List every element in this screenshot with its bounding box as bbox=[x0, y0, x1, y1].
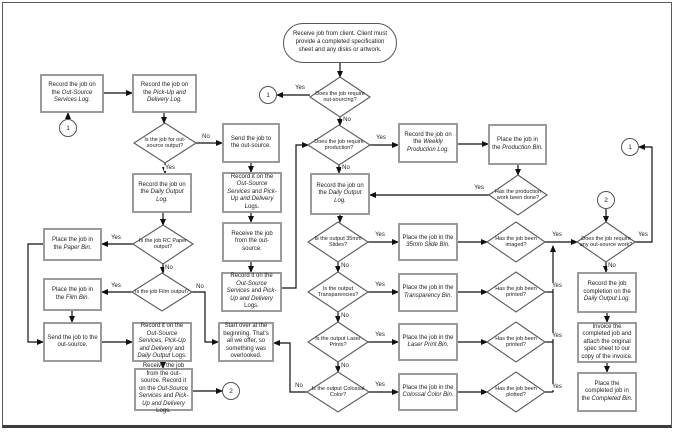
start-terminator: Receive job from client. Client must pro… bbox=[283, 23, 397, 63]
process-send-job-outsource-mid: Send the job to the out-source. bbox=[222, 123, 280, 163]
diamond-printed1-shape bbox=[486, 271, 546, 313]
connector-circle-1: 1 bbox=[59, 119, 77, 137]
process-receive-and-record-left: Receive the job from the out-source. Rec… bbox=[134, 363, 193, 414]
process-place-transparency-bin: Place the job in the Transparency Bin. bbox=[398, 273, 458, 312]
process-record-services-pickup-logs-2: Record it on the Out-Source Services and… bbox=[221, 272, 282, 312]
decision-outsourcing: Does the job require out-sourcing? bbox=[315, 90, 365, 103]
edge-label-no: No bbox=[341, 165, 351, 171]
connector-circle-1: 1 bbox=[259, 86, 277, 104]
decision-job-printed-2: Has the job been printed? bbox=[495, 335, 537, 348]
process-place-colossal-color-bin: Place the job in the Colossal Color Bin. bbox=[398, 373, 458, 411]
decision-outsource-work: Does the job require any out-source work… bbox=[579, 235, 633, 248]
edge-label-no: No bbox=[340, 313, 350, 319]
diamond-outsource-output-shape bbox=[132, 122, 198, 164]
process-place-paper-bin: Place the job in the Paper Bin. bbox=[43, 228, 102, 261]
flow-arrows bbox=[27, 63, 653, 395]
diamond-production-shape bbox=[306, 124, 372, 166]
diamond-production-done-shape bbox=[488, 174, 548, 216]
process-place-completed-bin: Place the completed job in the Completed… bbox=[577, 372, 637, 412]
decision-shapes bbox=[130, 76, 636, 413]
decision-rc-paper: Is the job RC Paper output? bbox=[139, 237, 187, 250]
process-invoice-job: Invoice the completed job and attach the… bbox=[577, 322, 637, 363]
diamond-transparencies-shape bbox=[307, 271, 369, 313]
edge-label-yes: Yes bbox=[110, 283, 122, 289]
connector-circle-2: 2 bbox=[222, 382, 240, 400]
decision-outsource-output: Is the job for out-source output? bbox=[144, 136, 186, 149]
diamond-rcpaper-shape bbox=[131, 224, 195, 265]
edge-label-yes: Yes bbox=[551, 232, 563, 238]
connector-circle-2: 2 bbox=[597, 191, 615, 209]
process-place-production-bin: Place the job in the Production Bin. bbox=[488, 124, 547, 165]
edge-label-no: No bbox=[201, 134, 211, 140]
process-place-laser-print-bin: Place the job in the Laser Print Bin. bbox=[398, 323, 458, 361]
edge-label-no: No bbox=[607, 263, 617, 269]
process-record-daily-output-log: Record the job on the Daily Output Log. bbox=[132, 173, 192, 213]
diamond-outsourcing-shape bbox=[309, 76, 371, 118]
diamond-colossal-shape bbox=[305, 371, 371, 413]
process-record-pickup-delivery-log: Record the job on the Pick-Up and Delive… bbox=[132, 74, 197, 113]
process-record-daily-output-log-mid: Record the job on the Daily Output Log. bbox=[310, 173, 370, 215]
edge-label-no: No bbox=[294, 383, 304, 389]
decision-35mm-slides: Is the output 35mm Slides? bbox=[314, 235, 362, 248]
diamond-plotted-shape bbox=[486, 371, 546, 413]
diamond-35mm-shape bbox=[307, 221, 369, 263]
edge-label-no: No bbox=[342, 117, 352, 123]
decision-production-done: Has the production work been done? bbox=[494, 188, 542, 201]
flow-arrow bbox=[282, 142, 309, 289]
edge-label-yes: Yes bbox=[374, 382, 386, 388]
flow-arrow bbox=[27, 243, 44, 345]
process-place-film-bin: Place the job in the Film Bin. bbox=[43, 278, 102, 311]
decision-colossal-color: Is the output Colossal Color? bbox=[311, 385, 365, 398]
decision-job-imaged: Has the job been imaged? bbox=[495, 235, 537, 248]
edge-label-no: No bbox=[164, 265, 174, 271]
process-record-all-logs: Record it on the Out-Source Services, Pi… bbox=[132, 322, 192, 362]
edge-label-yes: Yes bbox=[637, 232, 649, 238]
edge-label-no: No bbox=[340, 363, 350, 369]
edge-label-yes: Yes bbox=[551, 384, 563, 390]
decision-production: Does the job require production? bbox=[314, 138, 364, 151]
diagram-border bbox=[2, 2, 672, 428]
decision-job-plotted: Has the job been plotted? bbox=[495, 385, 537, 398]
edge-label-yes: Yes bbox=[374, 282, 386, 288]
edge-label-no: No bbox=[195, 284, 205, 290]
process-place-35mm-slide-bin: Place the job in the 35mm Slide Bin. bbox=[398, 223, 458, 261]
flow-arrow bbox=[635, 144, 653, 243]
connector-circle-1: 1 bbox=[621, 138, 639, 156]
process-record-outsource-services-log: Record the job on the Out-Source Service… bbox=[40, 74, 104, 113]
process-start-over: Start over at the beginning. That's all … bbox=[218, 322, 274, 362]
diamond-imaged-shape bbox=[486, 221, 546, 263]
flow-arrow bbox=[273, 340, 307, 393]
decision-film-output: Is the job Film output? bbox=[134, 288, 190, 295]
process-record-services-pickup-logs-1: Record it on the Out-Source Services and… bbox=[222, 172, 282, 213]
decision-transparencies: Is the output Transparencies? bbox=[317, 285, 359, 298]
process-record-job-completion: Record the job completion on the Daily O… bbox=[577, 272, 637, 313]
process-record-weekly-production-log: Record the job on the Weekly Production … bbox=[398, 123, 458, 163]
diamond-laser-shape bbox=[307, 321, 369, 363]
diamond-printed2-shape bbox=[486, 321, 546, 363]
edge-label-yes: Yes bbox=[294, 85, 306, 91]
process-send-job-outsource-left: Send the job to the out-source. bbox=[43, 322, 102, 362]
edge-label-yes: Yes bbox=[110, 235, 122, 241]
edge-label-yes: Yes bbox=[375, 135, 387, 141]
edge-label-no: No bbox=[340, 263, 350, 269]
edge-label-yes: Yes bbox=[551, 283, 563, 289]
edge-label-yes: Yes bbox=[164, 165, 176, 171]
edge-label-yes: Yes bbox=[473, 185, 485, 191]
flow-arrow bbox=[192, 291, 219, 345]
edge-label-yes: Yes bbox=[374, 332, 386, 338]
decision-job-printed-1: Has the job been printed? bbox=[495, 285, 537, 298]
edge-label-yes: Yes bbox=[374, 232, 386, 238]
diamond-outsource-work-shape bbox=[576, 221, 636, 263]
decision-laser-prints: Is the output Laser Prints? bbox=[315, 335, 361, 348]
diamond-film-shape bbox=[130, 272, 194, 312]
process-receive-job-outsource: Receive the job from the out-source. bbox=[222, 222, 282, 262]
edge-label-yes: Yes bbox=[551, 333, 563, 339]
